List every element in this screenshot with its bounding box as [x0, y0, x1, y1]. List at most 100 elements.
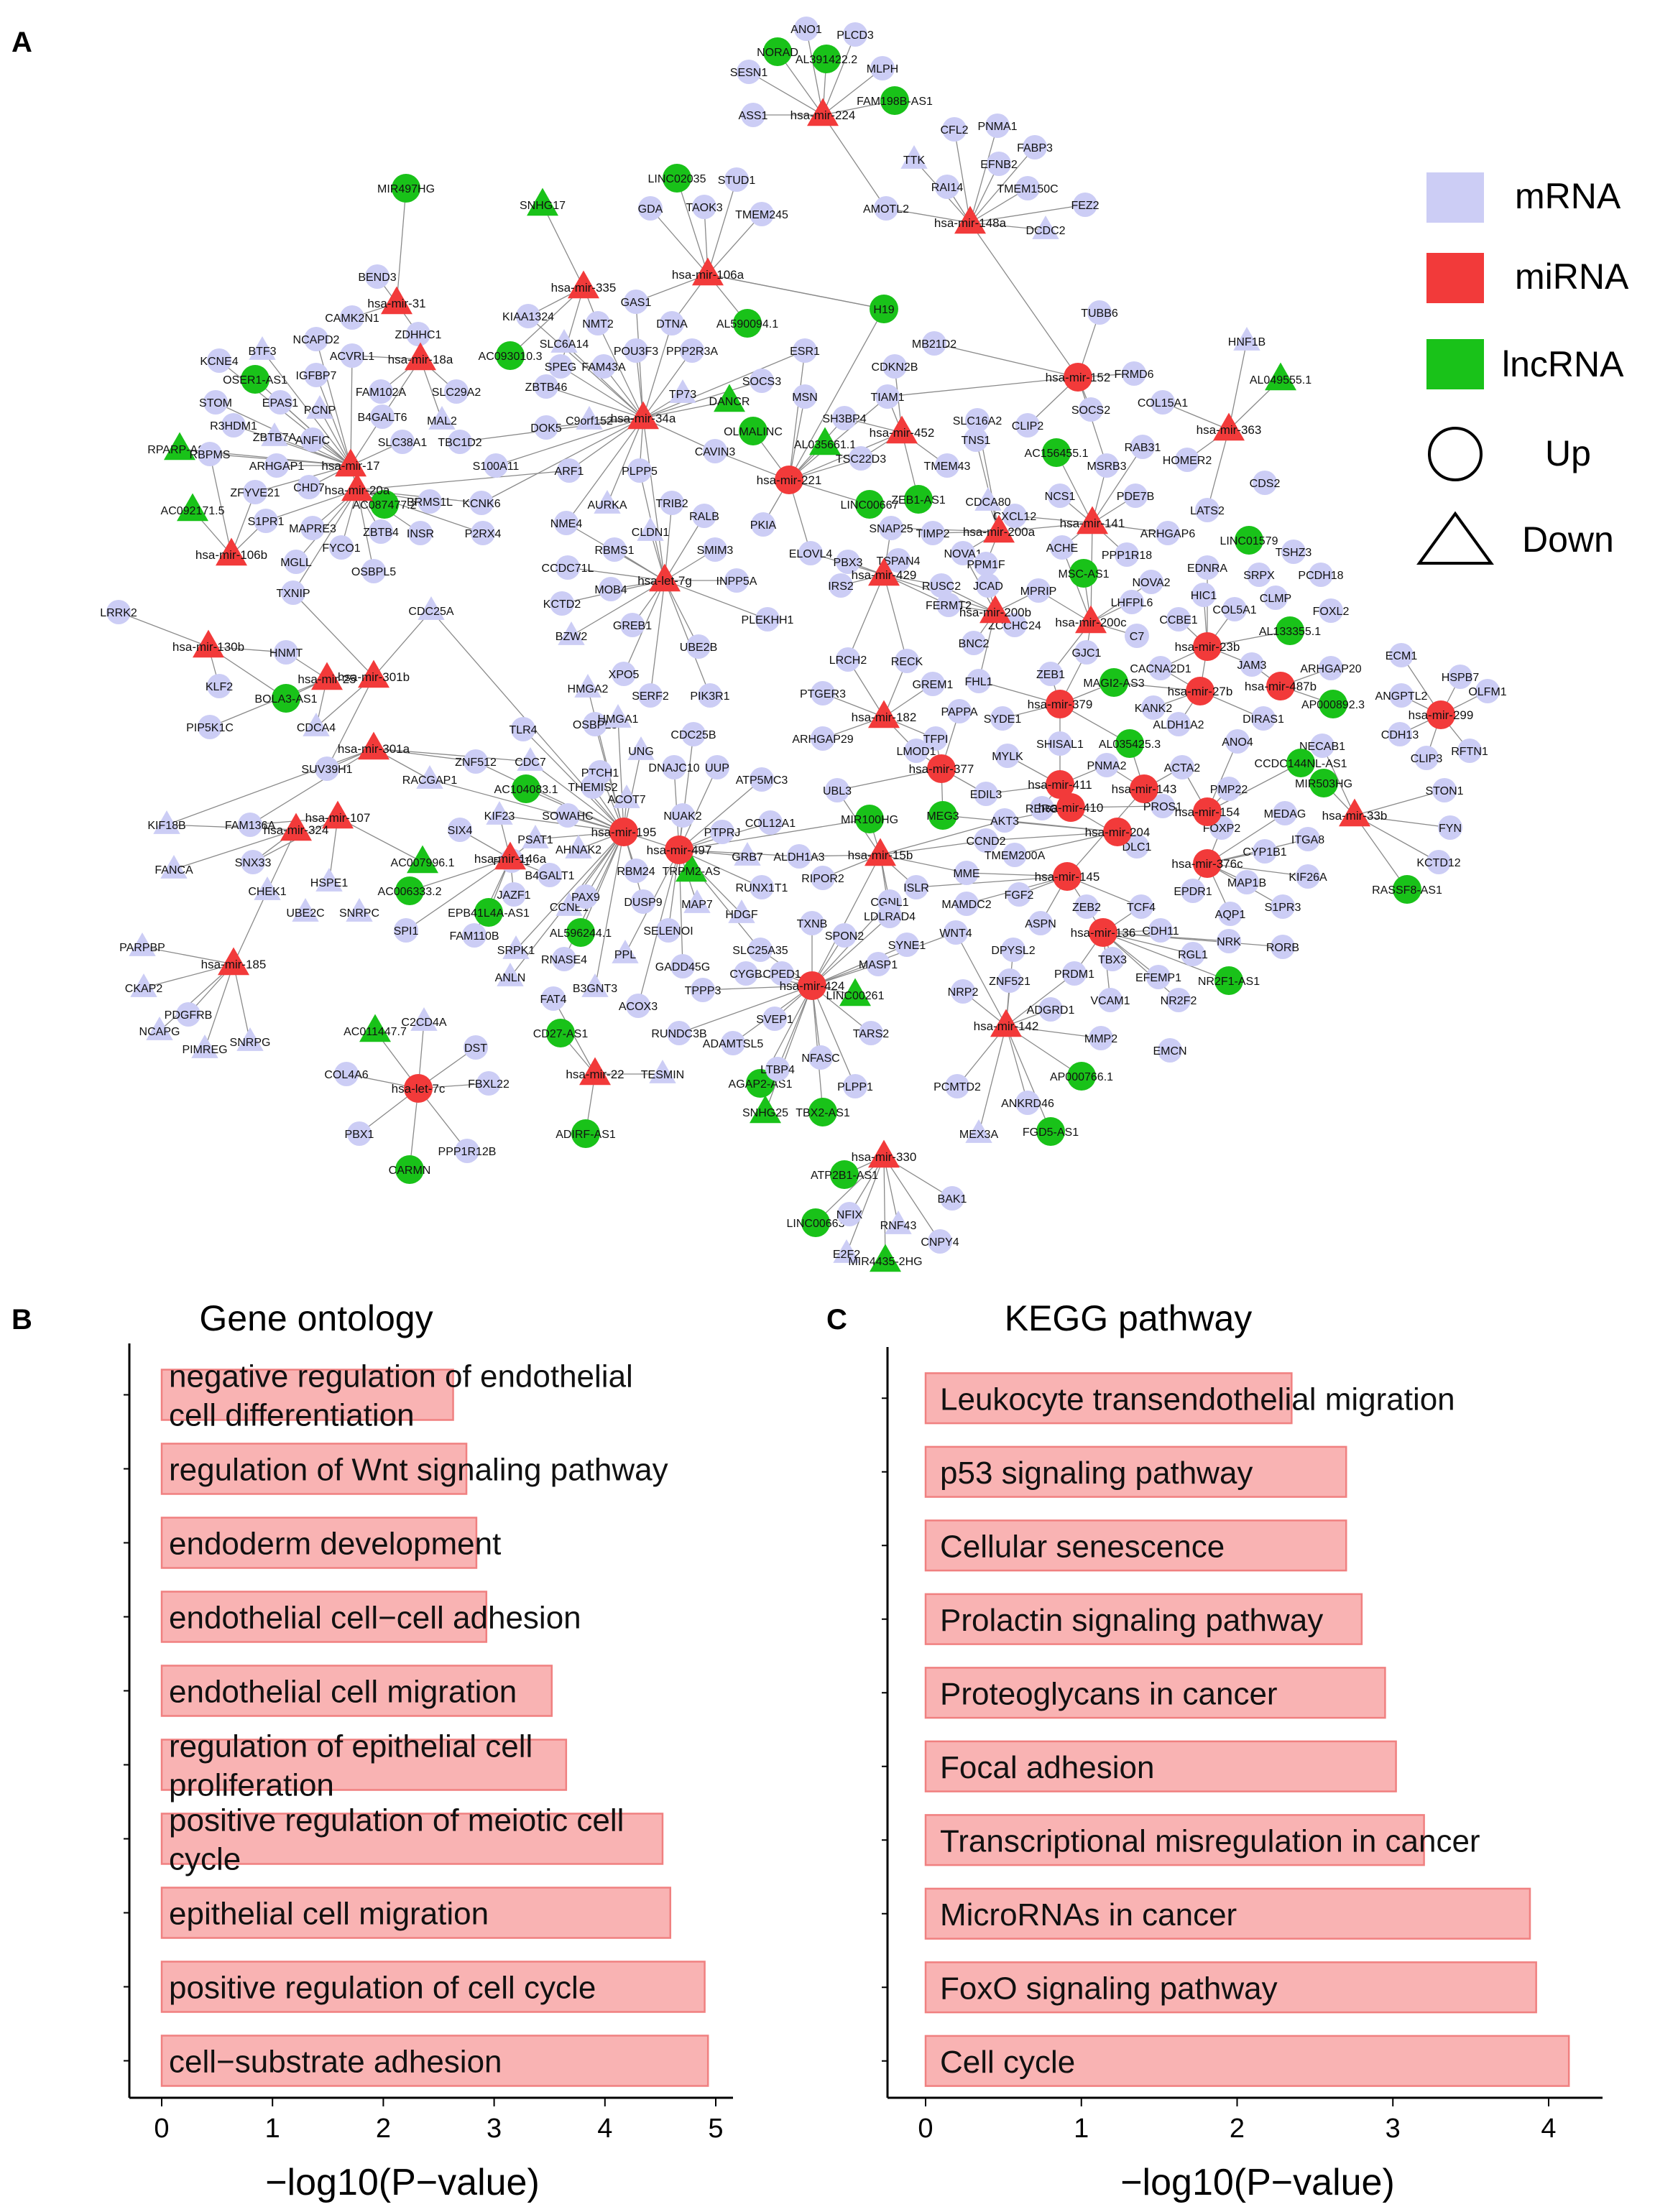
node-arhgap6: ARHGAP6 [1140, 521, 1195, 545]
edge-hsa-mir-15b-akt3 [880, 820, 1005, 856]
node-shape [1276, 616, 1304, 645]
node-label: FAM198B-AS1 [857, 96, 933, 108]
node-ankrd46: ANKRD46 [1001, 1091, 1054, 1115]
edge-hsa-mir-34a-dancr [642, 400, 730, 419]
node-label: ZEB1 [1036, 669, 1065, 681]
node-label: ACTA2 [1164, 762, 1200, 774]
edge-hsa-mir-204-ccnd2 [985, 831, 1118, 841]
node-shape [1266, 672, 1295, 700]
bar [160, 1961, 706, 2013]
node-pnma2: PNMA2 [1087, 753, 1127, 777]
node-label: DANCR [709, 396, 750, 408]
node-shape [1115, 729, 1144, 758]
node-tp73: TP73 [669, 379, 696, 403]
node-btf3: BTF3 [248, 335, 277, 360]
node-shape [300, 516, 325, 540]
node-label: NOVA2 [1132, 577, 1170, 589]
bar-label: endothelial cell−cell adhesion [169, 1601, 581, 1636]
node-label: KCTD12 [1416, 857, 1460, 869]
node-gda: GDA [638, 196, 663, 221]
node-shape [703, 439, 727, 463]
edge-hsa-mir-17-igfbp7 [315, 374, 351, 466]
node-label: SELENOI [643, 925, 693, 938]
node-shape [954, 205, 986, 234]
node-shape [583, 712, 607, 736]
node-shape [1151, 390, 1175, 415]
node-pnma1: PNMA1 [977, 114, 1018, 138]
node-label: hsa-mir-200b [959, 606, 1031, 619]
node-uup: UUP [705, 755, 729, 779]
node-nmt2: NMT2 [582, 311, 614, 335]
bar [924, 2035, 1570, 2087]
legend-lncrna-swatch [1426, 339, 1484, 389]
node-psat1: PSAT1 [517, 824, 553, 848]
node-cdca4: CDCA4 [297, 712, 336, 736]
node-label: NRK [1217, 936, 1241, 948]
node-label: LMOD1 [896, 746, 936, 758]
node-shape [750, 875, 774, 899]
node-label: MAP1B [1227, 877, 1266, 889]
node-shape [1253, 471, 1277, 495]
node-fabp3: FABP3 [1017, 135, 1053, 159]
panel-label-b: B [11, 1304, 32, 1336]
node-label: EPDR1 [1174, 886, 1212, 898]
bar-label: p53 signaling pathway [940, 1456, 1253, 1491]
mirna-node-hsa-mir-200c: hsa-mir-200c [1055, 605, 1127, 634]
node-shape [733, 309, 762, 338]
node-label: ALDH1A2 [1153, 719, 1204, 731]
node-pde7b: PDE7B [1117, 483, 1154, 508]
node-ac092171-5: AC092171.5 [161, 493, 225, 522]
edge-hsa-mir-148a-hsa-mir-152 [969, 222, 1079, 378]
bar-label: cell−substrate adhesion [169, 2045, 502, 2080]
node-label: AC093010.3 [479, 351, 543, 363]
node-label: NCS1 [1045, 491, 1076, 503]
edge-hsa-mir-452-hsa-mir-221 [788, 432, 903, 481]
edge-hsa-mir-200a-snap25 [890, 527, 1000, 532]
edge-hsa-mir-34a-ppp2r3a [642, 350, 693, 419]
node-shape [558, 621, 585, 645]
node-shape [1457, 739, 1482, 763]
node-label: RPARP-AS1 [147, 444, 212, 456]
node-shape [974, 486, 1002, 511]
node-gjc1: GJC1 [1072, 640, 1102, 665]
node-al035661-1: AL035661.1 [794, 427, 856, 455]
node-shape [218, 947, 249, 976]
node-label: RBPMS [190, 449, 231, 461]
edge-hsa-mir-20a-arf1 [356, 470, 570, 491]
node-shape [1281, 540, 1306, 564]
edge-hsa-mir-15b-hsa-mir-424 [811, 854, 881, 986]
edge-h19-hsa-mir-221 [788, 308, 885, 481]
node-shape [929, 573, 954, 598]
node-fgf2: FGF2 [1005, 882, 1034, 907]
node-label: PRDM1 [1054, 968, 1094, 981]
node-shape [811, 726, 835, 751]
node-shape [626, 994, 650, 1018]
node-pou3f3: POU3F3 [614, 338, 658, 363]
edge-hsa-mir-136-nr2f1-as1 [1102, 932, 1230, 981]
node-label: hsa-mir-27b [1168, 685, 1233, 698]
edge-hsa-let-7g-serf2 [650, 580, 665, 696]
node-label: FAT4 [540, 994, 566, 1006]
node-shape [555, 892, 583, 916]
node-label: LINC00667 [841, 499, 899, 512]
node-shape [474, 898, 503, 927]
node-label: AL049555.1 [1250, 374, 1311, 387]
node-hmga2: HMGA2 [568, 673, 609, 698]
node-ecm1: ECM1 [1386, 643, 1417, 667]
node-label: PPP1R18 [1102, 550, 1152, 562]
node-angptl2: ANGPTL2 [1375, 683, 1428, 708]
node-shape [604, 703, 632, 728]
node-shape [997, 968, 1022, 993]
node-label: MB21D2 [912, 338, 956, 351]
node-shape [557, 458, 581, 483]
node-ednra: EDNRA [1187, 555, 1227, 580]
node-chd7: CHD7 [293, 475, 325, 499]
node-label: SYNE1 [888, 940, 926, 952]
node-shape [830, 1160, 859, 1189]
node-kank2: KANK2 [1135, 695, 1172, 720]
mirna-node-hsa-mir-301b: hsa-mir-301b [338, 660, 410, 688]
node-kctd12: KCTD12 [1416, 850, 1461, 874]
node-shape [550, 591, 574, 616]
node-shape [334, 1062, 359, 1086]
node-label: RASSF8-AS1 [1372, 884, 1442, 897]
